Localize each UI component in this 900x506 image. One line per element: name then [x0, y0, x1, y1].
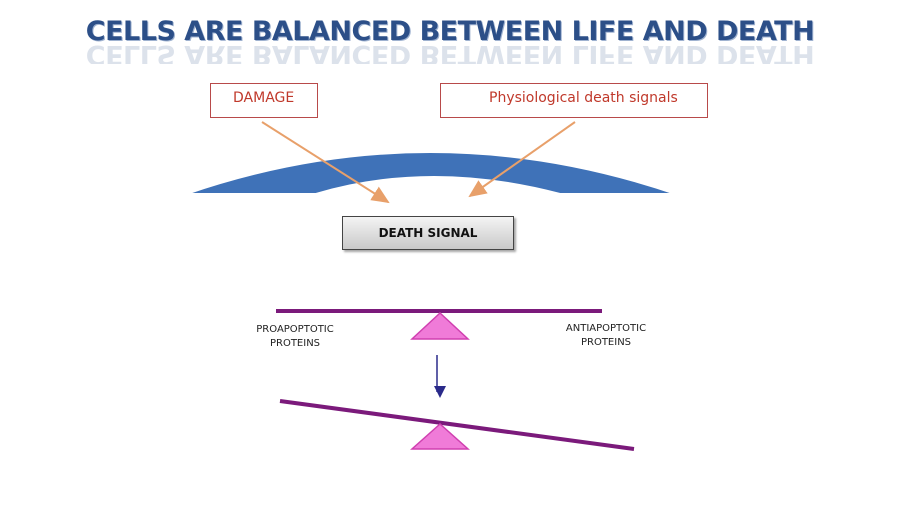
- cell-membrane-arch: [185, 151, 677, 195]
- tilted-fulcrum: [410, 422, 470, 450]
- physiological-death-signals-box: Physiological death signals: [440, 83, 708, 118]
- death-signal-box: DEATH SIGNAL: [342, 216, 514, 250]
- physiological-death-signals-label: Physiological death signals: [489, 90, 678, 106]
- physiological-arrow: [468, 121, 576, 198]
- proapoptotic-line1: PROAPOPTOTIC: [256, 324, 334, 335]
- death-signal-label: DEATH SIGNAL: [378, 226, 478, 240]
- antiapoptotic-line2: PROTEINS: [580, 337, 632, 348]
- antiapoptotic-label: ANTIAPOPTOTIC PROTEINS: [548, 322, 664, 350]
- damage-box: DAMAGE: [210, 83, 318, 118]
- antiapoptotic-line1: ANTIAPOPTOTIC: [565, 323, 647, 334]
- damage-label: DAMAGE: [233, 90, 295, 106]
- damage-arrow: [261, 121, 390, 204]
- tilted-beam: [279, 399, 635, 451]
- page-title: CELLS ARE BALANCED BETWEEN LIFE AND DEAT…: [85, 16, 815, 47]
- balanced-fulcrum: [410, 311, 470, 340]
- proapoptotic-line2: PROTEINS: [269, 338, 321, 349]
- proapoptotic-label: PROAPOPTOTIC PROTEINS: [240, 323, 350, 351]
